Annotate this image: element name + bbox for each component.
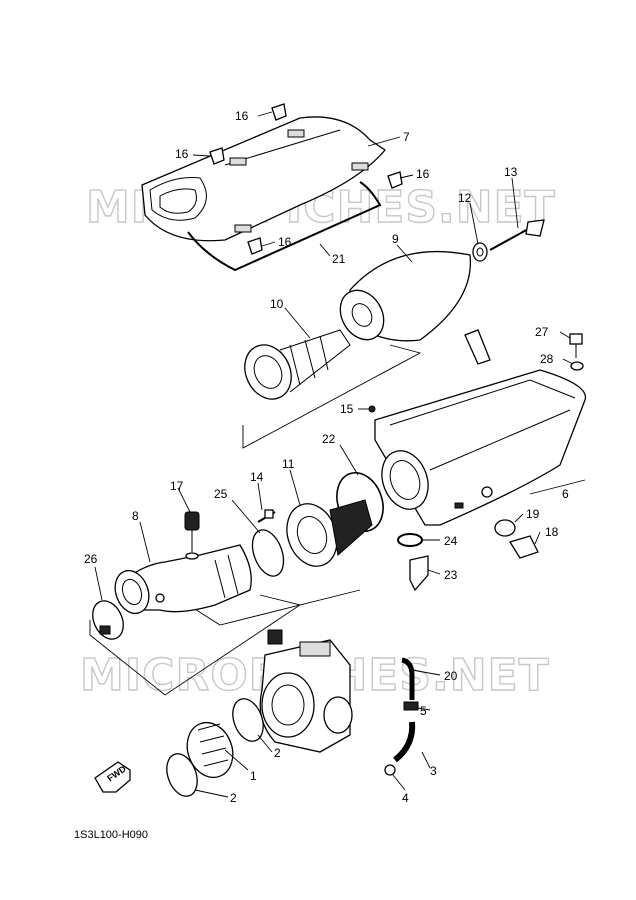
label-11: 11 [282, 457, 295, 471]
part-16-clips[interactable] [209, 103, 403, 255]
label-5: 5 [420, 704, 427, 718]
part-number-labels: 16 16 7 16 16 21 9 12 13 10 27 28 15 22 … [84, 109, 569, 805]
diagram-code: 1S3L100-H090 [74, 829, 148, 841]
label-25: 25 [214, 487, 228, 501]
part-20-hose[interactable] [401, 657, 415, 700]
part-27-bolt[interactable] [569, 333, 583, 358]
label-14: 14 [250, 470, 264, 484]
label-20: 20 [444, 669, 458, 683]
label-22: 22 [322, 432, 336, 446]
label-28: 28 [540, 352, 554, 366]
label-13: 13 [504, 165, 518, 179]
part-3-hose[interactable] [393, 721, 416, 763]
label-26: 26 [84, 552, 98, 566]
label-2: 2 [274, 746, 281, 760]
part-21-gasket[interactable] [187, 181, 382, 272]
leader-lines [94, 111, 586, 798]
part-23-drain[interactable] [409, 555, 429, 592]
part-14-pin[interactable] [257, 509, 276, 523]
part-9-filter-element[interactable] [332, 250, 472, 348]
part-2-clamp-lower[interactable] [161, 750, 202, 801]
part-2-clamp-upper[interactable] [227, 695, 268, 746]
label-3: 3 [430, 764, 437, 778]
part-15-screw[interactable] [368, 405, 376, 413]
label-27: 27 [535, 325, 549, 339]
label-9: 9 [392, 232, 399, 246]
label-17: 17 [170, 479, 184, 493]
part-5-clip[interactable] [403, 701, 419, 711]
part-11-joint[interactable] [279, 497, 373, 574]
label-10: 10 [270, 297, 284, 311]
label-8: 8 [132, 509, 139, 523]
fwd-arrow-icon: FWD [94, 761, 131, 793]
label-12: 12 [458, 191, 472, 205]
label-23: 23 [444, 568, 458, 582]
part-24-clip[interactable] [397, 533, 423, 547]
part-4-clip[interactable] [384, 764, 396, 776]
part-8-intake-duct[interactable] [109, 544, 252, 618]
label-21: 21 [332, 252, 346, 266]
label-1: 1 [250, 769, 257, 783]
part-13-bolt[interactable] [489, 219, 545, 251]
part-26-clamp[interactable] [87, 596, 129, 644]
part-10-filter-guide[interactable] [236, 329, 351, 407]
label-16: 16 [235, 109, 249, 123]
label-15: 15 [340, 402, 354, 416]
label-24: 24 [444, 534, 458, 548]
throttle-body[interactable] [259, 629, 353, 753]
label-2: 2 [230, 791, 237, 805]
part-19-grommet[interactable] [494, 519, 516, 537]
part-18-fitting[interactable] [508, 535, 539, 559]
label-4: 4 [402, 791, 409, 805]
part-1-joint[interactable] [180, 716, 240, 784]
part-12-washer[interactable] [472, 242, 488, 262]
part-7-cover[interactable] [141, 116, 386, 242]
label-16: 16 [175, 147, 189, 161]
part-6-air-cleaner-case[interactable] [374, 329, 587, 526]
part-28-collar[interactable] [570, 361, 584, 371]
part-25-clamp[interactable] [247, 526, 290, 581]
label-16: 16 [278, 235, 292, 249]
label-16: 16 [416, 167, 430, 181]
label-19: 19 [526, 507, 540, 521]
label-7: 7 [403, 130, 410, 144]
label-18: 18 [545, 525, 559, 539]
label-6: 6 [562, 487, 569, 501]
part-17-sensor[interactable] [184, 511, 200, 560]
